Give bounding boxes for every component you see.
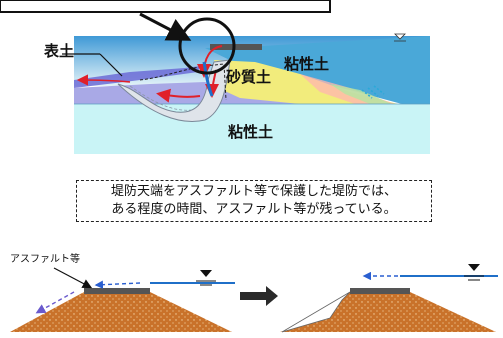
asphalt-cover-left — [84, 288, 150, 294]
levee-body-intact — [10, 292, 232, 332]
asphalt-cover-right — [350, 288, 410, 294]
overflow-water — [202, 61, 214, 97]
lower-clay-layer — [74, 104, 430, 154]
highlight-circle — [178, 17, 236, 75]
green-layer — [330, 84, 392, 104]
water-level-marker-right — [464, 264, 484, 281]
caption-line-1: 堤防天端をアスファルト等で保護した堤防では、 — [110, 184, 397, 199]
scour-arrow-2 — [76, 74, 131, 86]
transition-arrow — [240, 286, 278, 306]
water-level-marker-left — [196, 270, 216, 286]
scour-arrow-1 — [156, 88, 201, 103]
label-clay-upper: 粘性土 — [284, 55, 329, 73]
levee-cross-section: 表土 砂質土 粘性土 粘性土 — [44, 12, 430, 154]
callout-frame-remnant — [0, 0, 331, 13]
foundation-shelf — [74, 82, 300, 104]
upper-clay-body — [205, 36, 430, 104]
label-topsoil: 表土 — [44, 42, 74, 60]
levee-body-eroded — [280, 292, 496, 332]
bottom-right-levee — [280, 264, 498, 333]
label-asphalt: アスファルト等 — [10, 252, 80, 265]
eroded-gap — [281, 291, 351, 333]
label-sandy-soil: 砂質土 — [226, 68, 271, 86]
water-level-marker-top — [394, 33, 406, 42]
overflow-arrow-left — [94, 280, 141, 289]
caption-box: 堤防天端をアスファルト等で保護した堤防では、 ある程度の時間、アスファルト等が残… — [76, 180, 432, 222]
topsoil-strip — [74, 66, 200, 88]
crest-asphalt — [210, 44, 262, 50]
label-clay-lower: 粘性土 — [228, 123, 273, 141]
caption-line-2: ある程度の時間、アスファルト等が残っている。 — [111, 202, 397, 217]
bottom-left-levee: アスファルト等 — [10, 252, 235, 332]
asphalt-pointer — [53, 267, 93, 289]
callout-pointer-arrow — [139, 12, 192, 41]
